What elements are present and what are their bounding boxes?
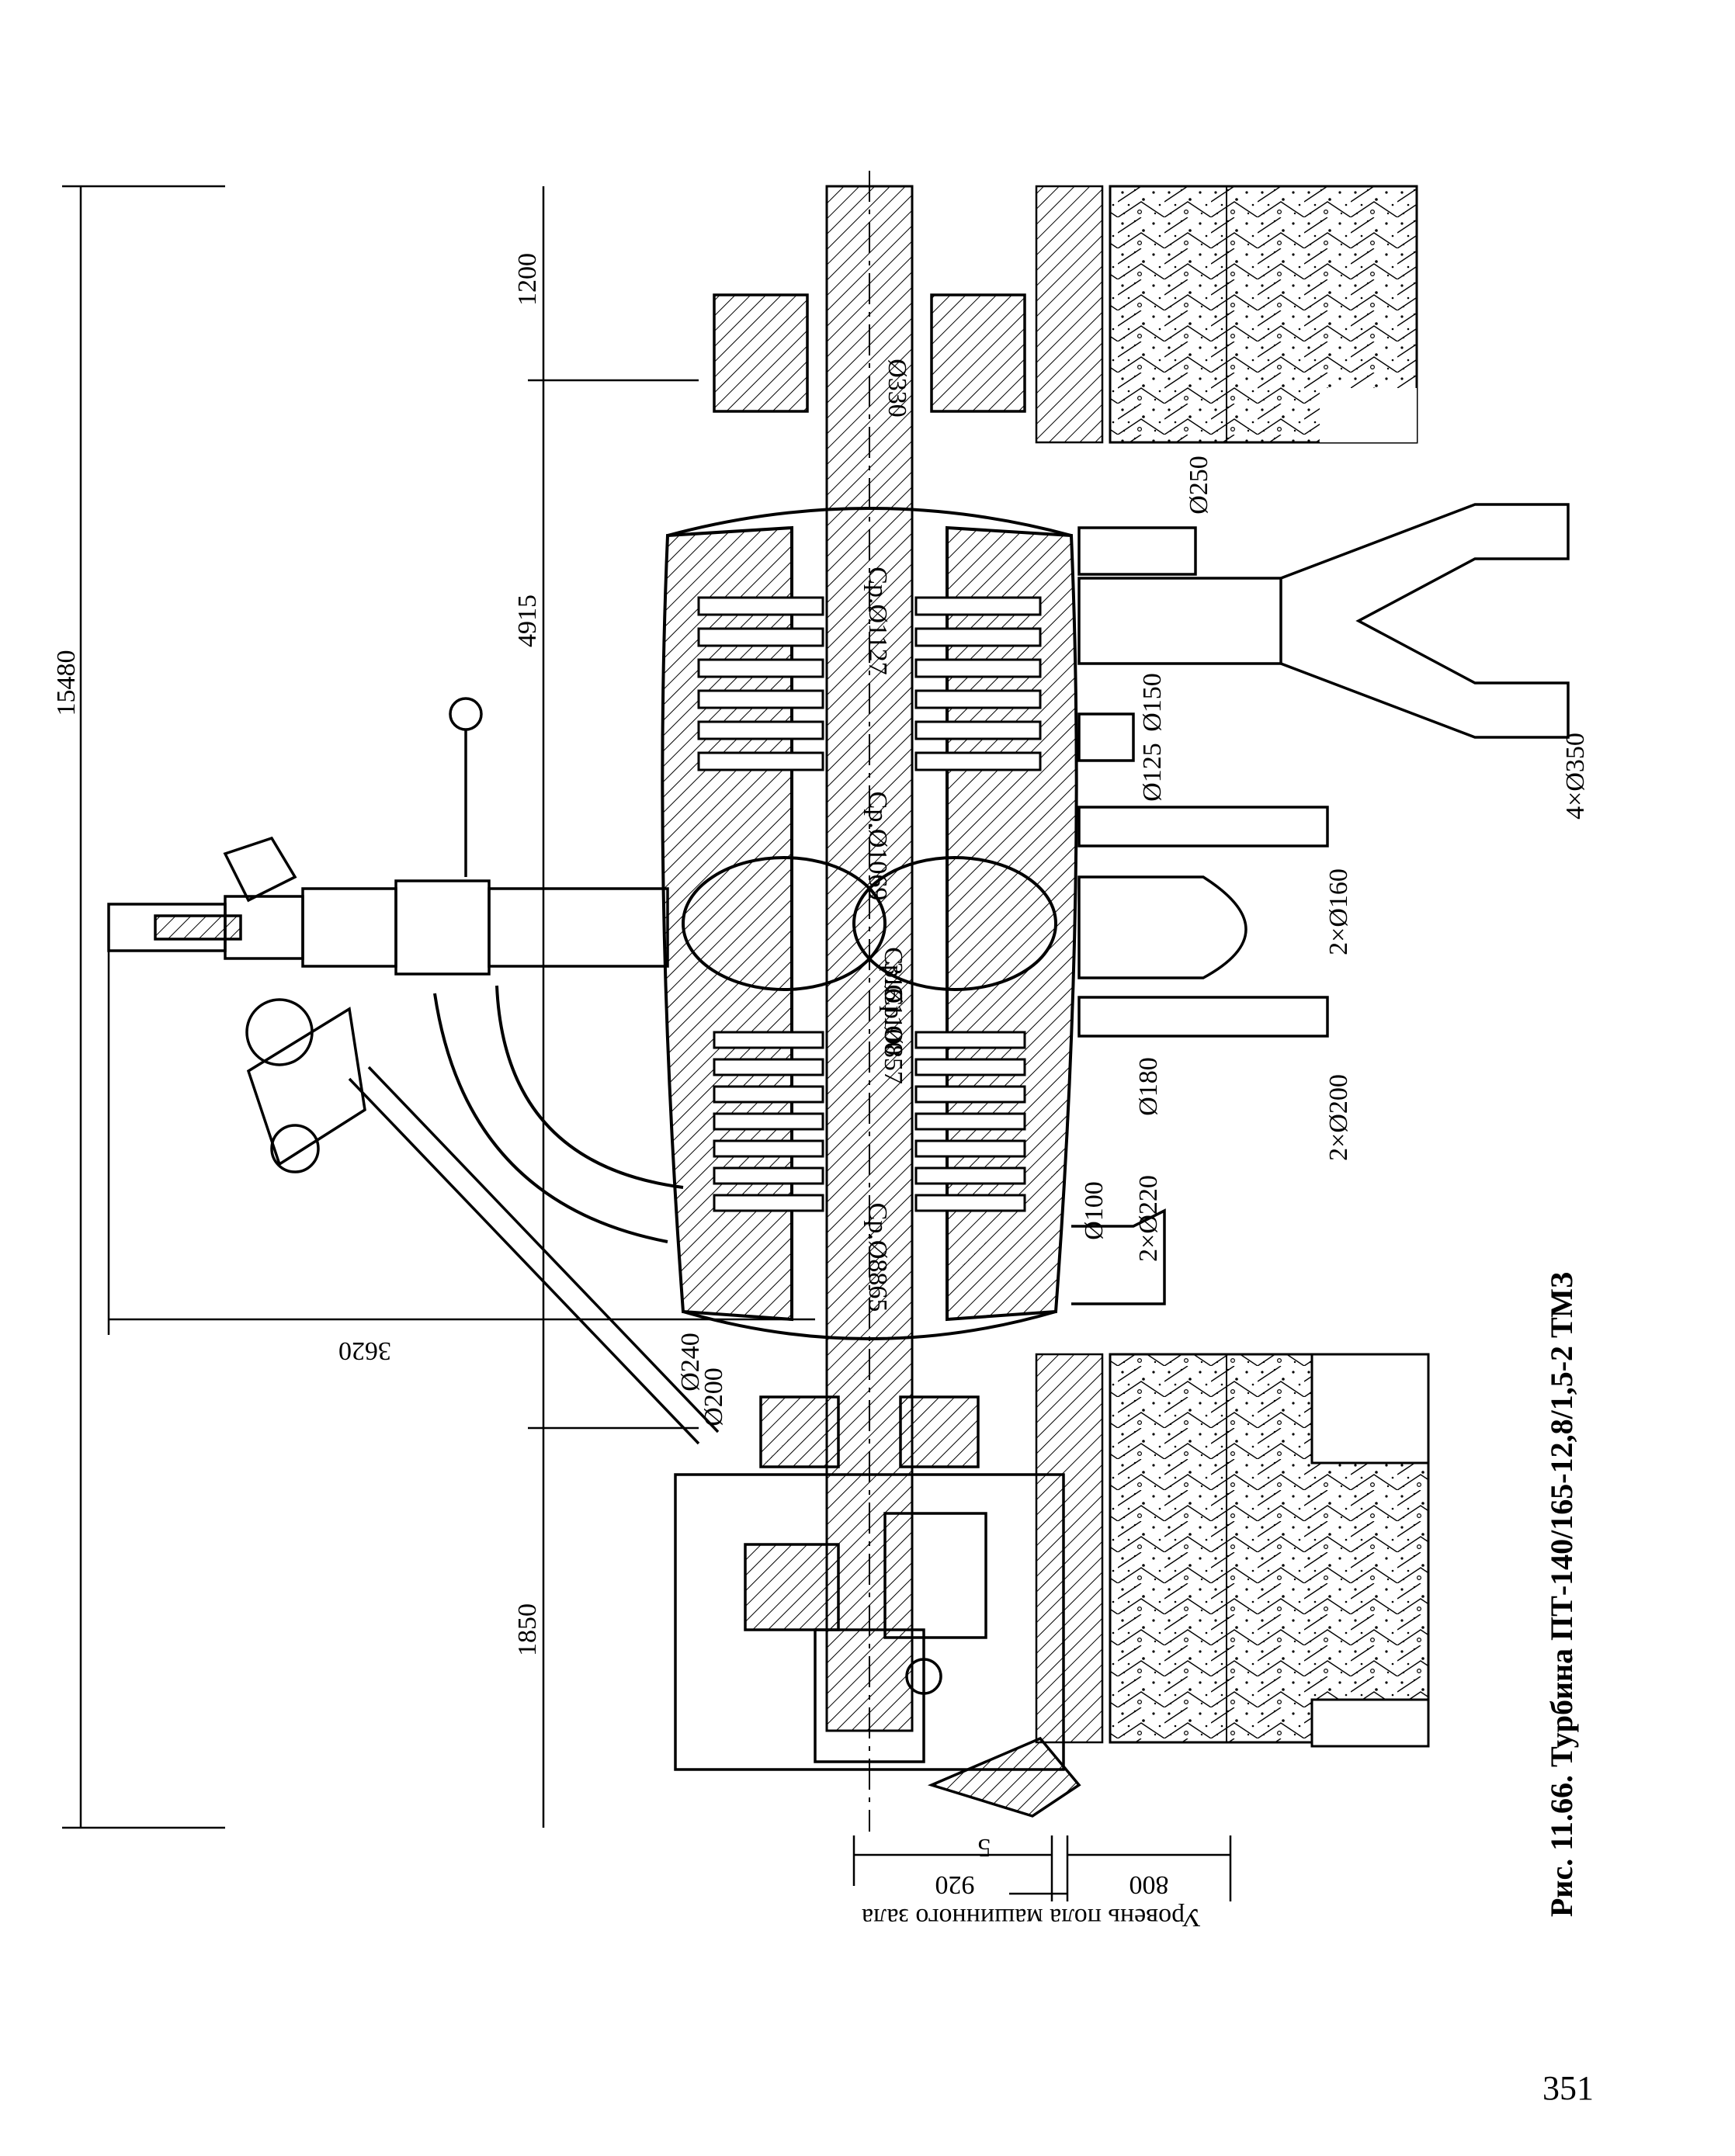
- support-pads: [1035, 185, 1104, 1744]
- cp-1127: Ср.Ø1127: [863, 567, 892, 674]
- value-315: 315: [879, 962, 907, 1002]
- dim-overall-length: 15480: [52, 650, 81, 716]
- dia-4x350: 4×Ø350: [1561, 733, 1590, 820]
- dim-section-right: 1850: [513, 1603, 542, 1656]
- dia-250: Ø250: [1185, 456, 1213, 515]
- dia-2x160: 2×Ø160: [1324, 868, 1353, 955]
- extraction-pipes: [1071, 503, 1570, 1305]
- diameter-labels: Ø330 Ø250 Ø150 Ø125 4×Ø350 2×Ø160 Ø180 2…: [676, 359, 1590, 1426]
- dia-330: Ø330: [883, 359, 911, 418]
- dia-200: Ø200: [699, 1367, 728, 1426]
- foundation: [1109, 185, 1430, 1748]
- dia-125: Ø125: [1138, 743, 1167, 802]
- cp-1100: Ср.Ø1100: [879, 947, 907, 1055]
- figure-caption: Рис. 11.66. Турбина ПТ-140/165-12,8/1,5-…: [1544, 1272, 1579, 1917]
- dia-240: Ø240: [676, 1333, 705, 1392]
- floor-level-label: Уровень пола машинного зала: [862, 1903, 1201, 1932]
- dim-offset-3620: 3620: [338, 1336, 391, 1365]
- cp-1069: Ср.Ø1069: [863, 792, 892, 901]
- dia-150: Ø150: [1138, 673, 1167, 732]
- crossover-pipe: [433, 985, 684, 1243]
- cp-8865: Ср.Ø8865: [863, 1203, 892, 1312]
- dim-920: 920: [935, 1870, 975, 1899]
- blade-stages-hp: [697, 596, 1042, 771]
- blade-stages-lp: [713, 1031, 1026, 1212]
- page-number: 351: [1542, 2069, 1594, 2107]
- level-dimensions: [852, 1835, 1232, 1901]
- dimension-lines: [62, 185, 815, 1829]
- dia-180: Ø180: [1134, 1057, 1163, 1116]
- dim-5: 5: [978, 1833, 991, 1862]
- front-pedestal: [674, 1473, 1081, 1818]
- dia-2x200: 2×Ø200: [1324, 1074, 1353, 1161]
- control-stage-chamber: [682, 856, 1057, 991]
- dia-100: Ø100: [1080, 1181, 1109, 1240]
- servomotor-linkage: [245, 998, 720, 1445]
- dim-section-left: 1200: [513, 253, 542, 306]
- bearings: [713, 293, 1026, 1468]
- cp-857: Ср.Ø857: [879, 988, 907, 1084]
- dia-2x220: 2×Ø220: [1134, 1175, 1163, 1262]
- dim-section-middle: 4915: [513, 594, 542, 647]
- dim-800: 800: [1129, 1870, 1169, 1899]
- stop-valve-assembly: [107, 697, 669, 976]
